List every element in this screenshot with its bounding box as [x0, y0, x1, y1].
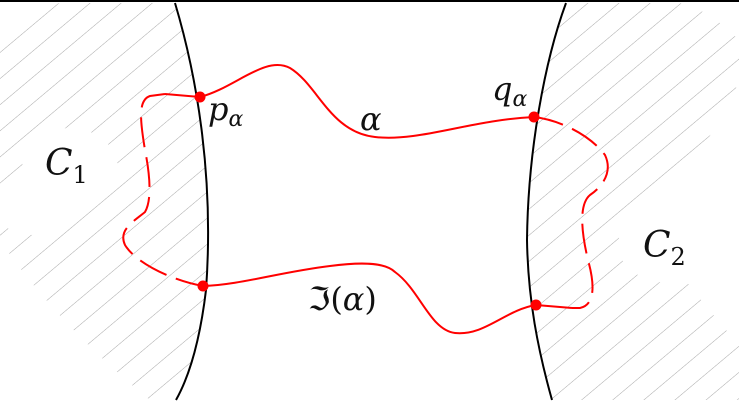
label-image-alpha: ℑ(α) — [308, 280, 377, 318]
curve-alpha — [164, 64, 535, 139]
curve-image-alpha — [202, 262, 573, 335]
point-left-bottom — [197, 280, 209, 292]
point-q-alpha — [528, 111, 540, 123]
point-p-alpha — [194, 91, 206, 103]
label-alpha: α — [360, 100, 382, 138]
right-boundary-curve — [525, 2, 567, 401]
label-c1: C1 — [45, 143, 88, 189]
curve-left-dashed — [122, 93, 204, 287]
left-boundary-curve — [174, 2, 210, 401]
label-c2: C2 — [643, 225, 686, 271]
label-q-alpha: qα — [492, 70, 527, 112]
label-p-alpha: pα — [208, 90, 243, 132]
curve-right-dashed — [533, 116, 609, 309]
point-right-bottom — [530, 299, 542, 311]
